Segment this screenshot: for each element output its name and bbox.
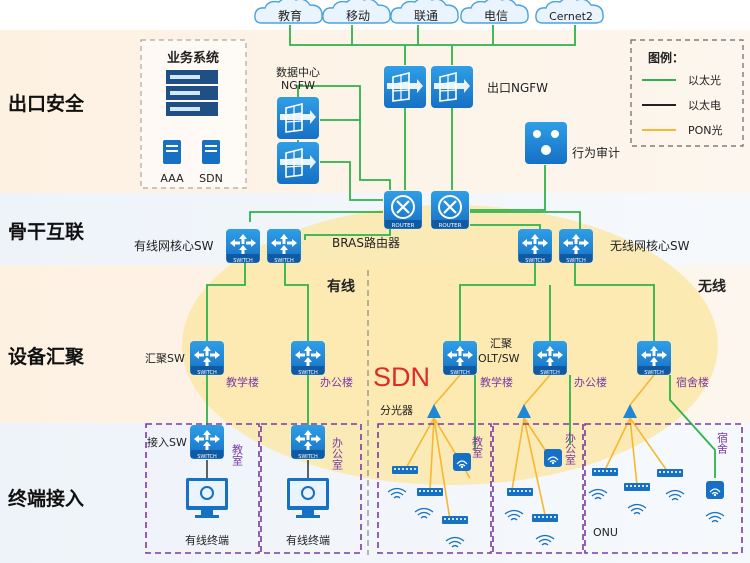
monitor-icon: [287, 478, 329, 518]
wired-core-label: 有线网核心SW: [134, 239, 214, 253]
onu-icon: [417, 488, 443, 496]
olt-label-2: OLT/SW: [478, 352, 520, 365]
switch-tag: SWITCH: [197, 454, 217, 460]
firewall-icon: [383, 65, 427, 109]
copper-links: [206, 460, 309, 478]
aaa-server-icon: [163, 140, 181, 164]
wireless-header: 无线: [697, 278, 726, 295]
onu-icon: [592, 468, 618, 476]
business-title: 业务系统: [167, 50, 219, 66]
office-room-label: 办公室: [331, 437, 344, 470]
switch-tag: SWITCH: [274, 258, 294, 264]
classroom-label-vertical: 教室: [231, 444, 244, 466]
switch-tag: SWITCH: [450, 370, 470, 376]
firewall-icon: [276, 96, 320, 140]
switch-tag: SWITCH: [525, 258, 545, 264]
audit-server-icon: [525, 122, 567, 164]
band-exit-fill: [0, 30, 750, 193]
access-point-icon: [543, 448, 563, 468]
building-label: 办公楼: [320, 375, 353, 389]
office-zone: [260, 423, 362, 554]
terminal-label: 有线终端: [185, 533, 229, 547]
business-system-box: 业务系统 AAA SDN: [140, 39, 247, 189]
access-point-icon: [705, 480, 725, 500]
legend-item: 以太光: [688, 73, 721, 87]
onu-icon: [392, 466, 418, 474]
access-point-icon: [452, 452, 472, 472]
onu-icon: [442, 516, 468, 524]
exit-ngfw-label: 出口NGFW: [487, 81, 548, 95]
dc-ngfw-label-2: NGFW: [281, 79, 315, 92]
wireless-dorm-zone: [584, 423, 743, 554]
sdn-big-label: SDN: [373, 362, 430, 392]
aaa-label: AAA: [160, 172, 184, 185]
onu-icon: [657, 469, 683, 477]
wireless-core-label: 无线网核心SW: [610, 239, 690, 253]
isp-label: 电信: [484, 9, 508, 23]
router-tag: ROUTER: [392, 223, 415, 229]
band-label-access: 终端接入: [8, 487, 84, 510]
classroom-label: 教室: [231, 444, 244, 466]
onu-icon: [624, 483, 650, 491]
onu-icon: [532, 514, 558, 522]
olt-label-1: 汇聚: [490, 337, 512, 350]
classroom-label: 教室: [471, 436, 484, 458]
monitor-icon: [186, 478, 228, 518]
dc-ngfw-label-1: 数据中心: [276, 65, 320, 79]
switch-tags: SWITCH SWITCH SWITCH SWITCH SWITCH SWITC…: [197, 258, 664, 460]
switch-tag: SWITCH: [644, 370, 664, 376]
switch-tag: SWITCH: [298, 454, 318, 460]
agg-sw-label: 汇聚SW: [145, 352, 185, 365]
office-label-vertical: 办公室: [331, 437, 344, 470]
switch-tag: SWITCH: [233, 258, 253, 264]
building-label: 办公楼: [574, 375, 607, 389]
switch-tag: SWITCH: [298, 370, 318, 376]
access-sw-label: 接入SW: [147, 436, 187, 449]
onu-icon: [507, 488, 533, 496]
firewall-icon: [276, 141, 320, 185]
legend-item: PON光: [688, 123, 723, 137]
sdn-server-icon: [202, 140, 220, 164]
legend: 图例： 以太光 以太电 PON光: [630, 39, 744, 147]
terminal-label: 有线终端: [286, 533, 330, 547]
wireless-office-zone: [492, 423, 584, 554]
bras-label: BRAS路由器: [332, 235, 400, 250]
pon-links: [404, 374, 671, 521]
legend-title: 图例：: [648, 50, 684, 65]
sdn-label: SDN: [199, 172, 223, 185]
dorm-label: 宿舍: [716, 431, 729, 455]
router-tag: ROUTER: [439, 223, 462, 229]
switch-tag: SWITCH: [197, 370, 217, 376]
switch-tag: SWITCH: [540, 370, 560, 376]
band-label-backbone: 骨干互联: [8, 221, 84, 243]
band-label-exit: 出口安全: [8, 92, 85, 115]
audit-label: 行为审计: [572, 145, 620, 160]
building-label: 教学楼: [480, 375, 513, 389]
legend-item: 以太电: [688, 99, 721, 112]
switch-tag: SWITCH: [566, 258, 586, 264]
band-label-aggregation: 设备汇聚: [8, 345, 85, 368]
isp-label: Cernet2: [549, 10, 593, 23]
isp-label: 教育: [278, 8, 302, 23]
firewall-icon: [430, 65, 474, 109]
splitter-label: 分光器: [380, 403, 413, 417]
isp-label: 联通: [414, 9, 438, 23]
onu-label: ONU: [593, 526, 618, 539]
building-label: 宿舍楼: [676, 375, 709, 389]
office-room-label: 办公室: [564, 432, 577, 465]
isp-label: 移动: [346, 9, 370, 23]
server-rack-icon: [166, 70, 218, 116]
wired-header: 有线: [327, 278, 355, 295]
building-label: 教学楼: [226, 375, 259, 389]
